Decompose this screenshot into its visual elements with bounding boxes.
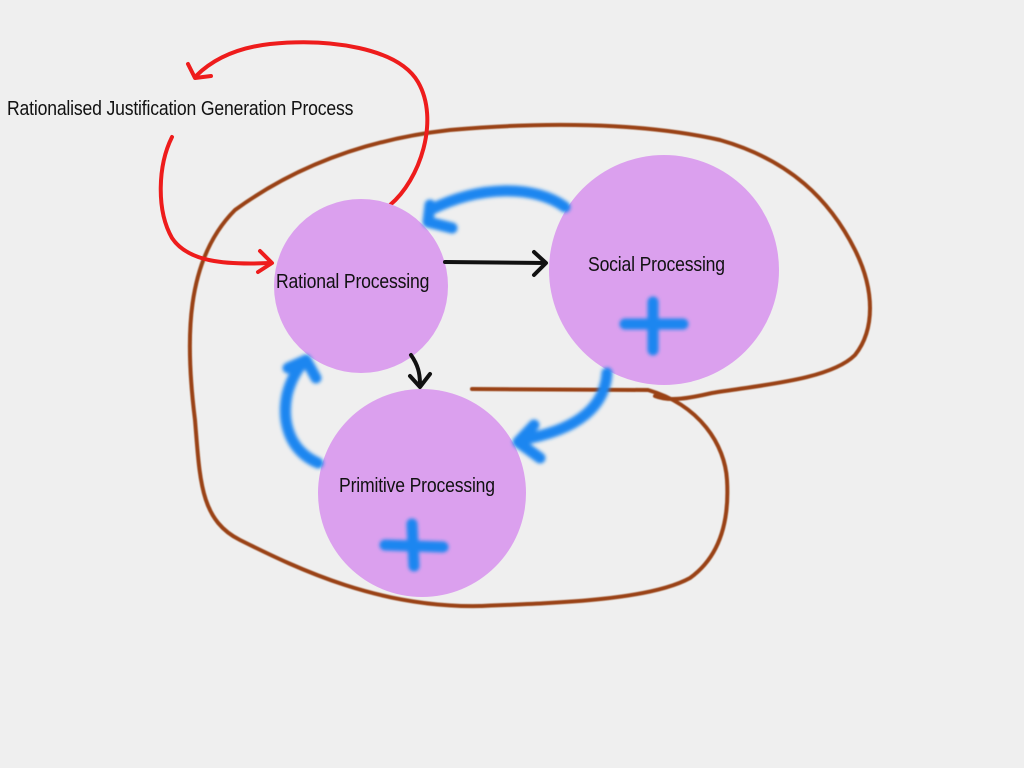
- brain-outline: [187, 122, 872, 609]
- flow-arrow-rational-to-social: [443, 250, 548, 277]
- justification-loop-lower: [158, 135, 272, 266]
- justification-loop-head-top: [186, 62, 213, 80]
- flow-arrow-rational-to-primitive: [408, 353, 432, 389]
- justification-loop-head-bottom: [256, 249, 274, 274]
- influence-arrow-social-to-primitive: [512, 367, 613, 464]
- node-rational: [274, 199, 448, 373]
- node-social: [549, 155, 779, 385]
- label-primitive-processing: Primitive Processing: [339, 475, 495, 497]
- justification-loop-upper: [194, 40, 430, 207]
- sign-primitive-plus: [379, 518, 449, 572]
- influence-arrow-primitive-to-rational: [279, 354, 324, 469]
- label-rational-processing: Rational Processing: [276, 271, 430, 293]
- label-social-processing: Social Processing: [588, 254, 725, 276]
- label-justification-process: Rationalised Justification Generation Pr…: [7, 98, 354, 120]
- influence-arrow-social-to-rational: [422, 185, 571, 234]
- sign-social-plus: [619, 296, 689, 356]
- node-primitive: [318, 389, 526, 597]
